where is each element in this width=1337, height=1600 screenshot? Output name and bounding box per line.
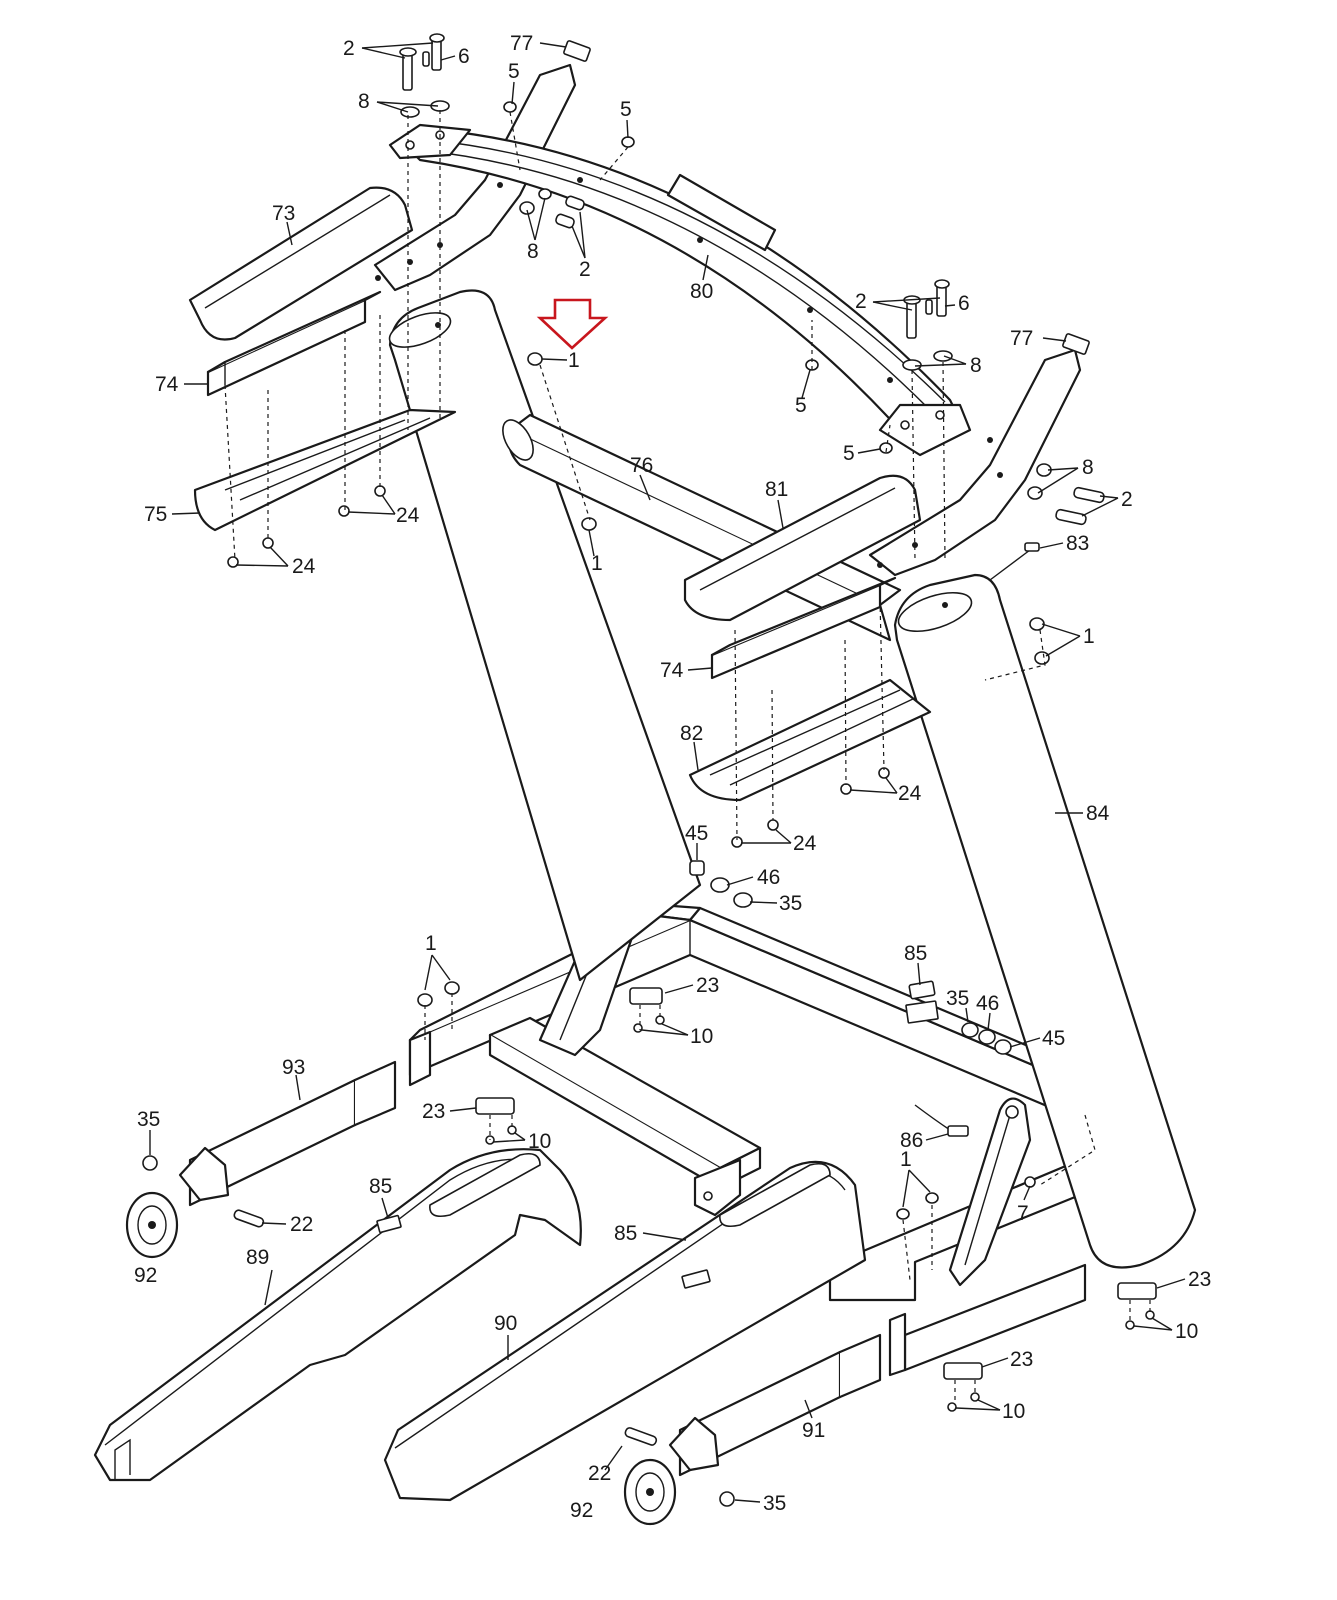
callout-85: 85: [369, 1175, 392, 1198]
handrail-grip-75: [193, 408, 457, 532]
handrail-cover-81: [683, 474, 922, 622]
callout-76: 76: [630, 454, 653, 477]
callout-2: 2: [579, 258, 591, 281]
callout-8: 8: [358, 90, 370, 113]
bracket-center: [693, 1158, 742, 1217]
handrail-cover-73: [188, 186, 414, 341]
callout-1: 1: [591, 552, 603, 575]
handrail-grip-82: [688, 678, 932, 802]
callout-8: 8: [1082, 456, 1094, 479]
callout-84: 84: [1086, 802, 1110, 825]
callout-91: 91: [802, 1419, 825, 1442]
callout-35: 35: [763, 1492, 786, 1515]
callout-6: 6: [458, 45, 470, 68]
right-upright-tube-84: [893, 573, 1197, 1269]
callout-5: 5: [843, 442, 855, 465]
callout-90: 90: [494, 1312, 517, 1335]
right-handrail-tube: [868, 348, 1082, 577]
callout-74: 74: [155, 373, 179, 396]
callout-10: 10: [1175, 1320, 1198, 1343]
callout-24: 24: [396, 504, 420, 527]
callout-1: 1: [568, 349, 580, 372]
highlight-arrow-icon: [536, 298, 609, 350]
base-cover-89: [93, 1148, 582, 1482]
callout-77: 77: [1010, 327, 1033, 350]
callout-6: 6: [958, 292, 970, 315]
callout-10: 10: [1002, 1400, 1025, 1423]
callout-83: 83: [1066, 532, 1089, 555]
handrail-tube-74-left: [206, 290, 382, 397]
left-upright-tube: [388, 289, 702, 982]
upright-bracket-right: [948, 1097, 1032, 1287]
callout-8: 8: [970, 354, 982, 377]
callout-92: 92: [134, 1264, 157, 1287]
callout-5: 5: [620, 98, 632, 121]
callout-80: 80: [690, 280, 713, 303]
callout-23: 23: [1188, 1268, 1211, 1291]
callout-22: 22: [290, 1213, 313, 1236]
callout-23: 23: [422, 1100, 445, 1123]
callout-22: 22: [588, 1462, 611, 1485]
callout-10: 10: [528, 1130, 551, 1153]
callout-77: 77: [510, 32, 533, 55]
callout-85: 85: [904, 942, 927, 965]
base-cover-90: [383, 1160, 867, 1502]
callout-93: 93: [282, 1056, 305, 1079]
callout-2: 2: [1121, 488, 1133, 511]
callout-labels: 2 6 77 5 8 5 73 8 2 80 1 2 6 77 8 5 5 74…: [134, 32, 1211, 1522]
callout-23: 23: [696, 974, 719, 997]
callout-45: 45: [1042, 1027, 1065, 1050]
callout-86: 86: [900, 1129, 923, 1152]
callout-35: 35: [137, 1108, 160, 1131]
end-block-right: [888, 1312, 907, 1377]
callout-24: 24: [292, 555, 316, 578]
callout-1: 1: [425, 932, 437, 955]
bracket-plate-top-left: [388, 123, 472, 160]
alignment-lines: [224, 110, 1151, 1405]
callout-46: 46: [976, 992, 999, 1015]
crossbar-front: [488, 1016, 762, 1190]
wheel-92-left: [125, 1191, 179, 1259]
callout-73: 73: [272, 202, 295, 225]
callout-85: 85: [614, 1222, 637, 1245]
callout-2: 2: [343, 37, 355, 60]
callout-2: 2: [855, 290, 867, 313]
end-block-left: [408, 1030, 432, 1087]
callout-5: 5: [795, 394, 807, 417]
leader-lines: [149, 42, 1186, 1503]
left-handrail-tube: [373, 63, 577, 292]
wheel-92-bottom: [623, 1458, 677, 1526]
callout-24: 24: [898, 782, 922, 805]
callout-24: 24: [793, 832, 817, 855]
hardware-group: [142, 33, 1157, 1507]
callout-46: 46: [757, 866, 780, 889]
bracket-plate-top-right: [878, 403, 972, 457]
callout-92: 92: [570, 1499, 593, 1522]
callout-10: 10: [690, 1025, 713, 1048]
callout-8: 8: [527, 240, 539, 263]
callout-35: 35: [779, 892, 802, 915]
callout-1: 1: [1083, 625, 1095, 648]
frame-leg-91: [668, 1333, 882, 1477]
callout-35: 35: [946, 987, 969, 1010]
callout-1: 1: [900, 1148, 912, 1171]
callout-74: 74: [660, 659, 684, 682]
callout-45: 45: [685, 822, 708, 845]
callout-7: 7: [1017, 1202, 1029, 1225]
callout-75: 75: [144, 503, 167, 526]
callout-82: 82: [680, 722, 703, 745]
handrail-tube-74-right: [710, 576, 897, 680]
callout-89: 89: [246, 1246, 269, 1269]
callout-5: 5: [508, 60, 520, 83]
frame-leg-93: [178, 1060, 397, 1207]
callout-23: 23: [1010, 1348, 1033, 1371]
callout-81: 81: [765, 478, 788, 501]
